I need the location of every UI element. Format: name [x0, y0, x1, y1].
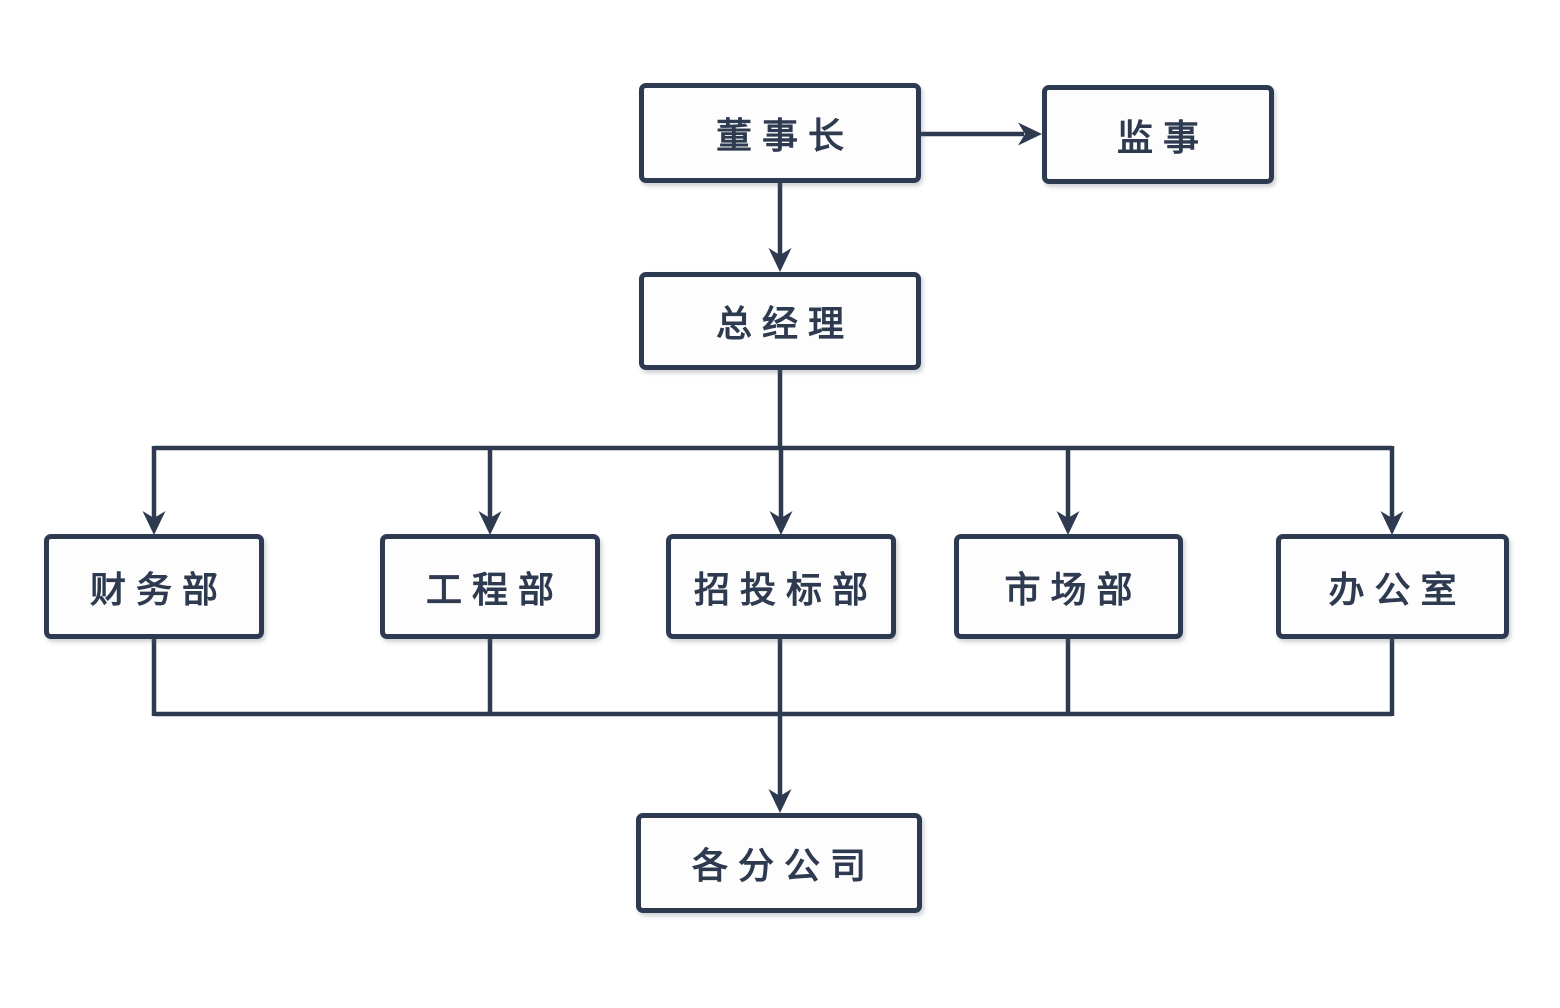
node-supervisor-label: 监事: [1116, 116, 1209, 158]
node-office: 办公室: [1276, 534, 1509, 639]
node-branch-companies-label: 各分公司: [691, 845, 876, 886]
node-bidding-dept-label: 招投标部: [693, 568, 878, 610]
node-chairman-label: 董事长: [715, 115, 854, 156]
edge-gm-bidding: [769, 448, 793, 535]
node-marketing-dept: 市场部: [954, 534, 1183, 639]
edge-chairman-gm: [768, 183, 792, 272]
node-finance-dept: 财务部: [44, 534, 264, 639]
edge-departments-merge-bus: [151, 639, 1395, 717]
edge-chairman-supervisor: [921, 122, 1042, 146]
node-general-manager: 总经理: [639, 272, 921, 370]
edge-gm-marketing: [1056, 446, 1080, 535]
node-general-manager-label: 总经理: [715, 303, 854, 344]
edge-gm-engineering: [478, 446, 502, 535]
node-chairman: 董事长: [639, 83, 921, 183]
edge-bus-branches: [768, 639, 792, 813]
node-engineering-dept: 工程部: [380, 534, 600, 639]
node-marketing-dept-label: 市场部: [1004, 568, 1143, 610]
node-engineering-dept-label: 工程部: [425, 568, 564, 610]
node-finance-dept-label: 财务部: [89, 568, 228, 610]
node-office-label: 办公室: [1328, 568, 1467, 610]
node-bidding-dept: 招投标部: [666, 534, 896, 639]
edge-gm-distribution-bus: [154, 370, 1392, 451]
edge-gm-office: [1380, 446, 1404, 535]
node-supervisor: 监事: [1042, 85, 1274, 184]
edge-gm-finance: [142, 446, 166, 535]
node-branch-companies: 各分公司: [636, 813, 922, 913]
